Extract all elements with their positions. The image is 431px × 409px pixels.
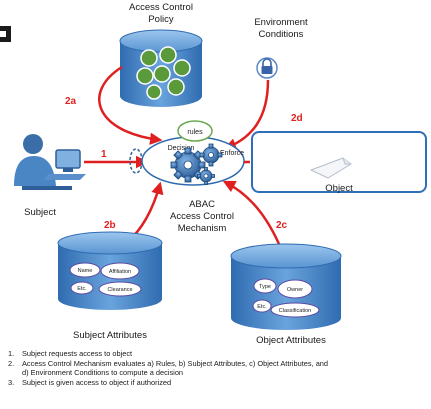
- environment-label-line2: Conditions: [259, 29, 304, 40]
- object-attributes-label: Object Attributes: [256, 335, 326, 346]
- arrow-2d: [223, 79, 270, 151]
- step-marker-2b: 2b: [104, 220, 116, 231]
- lock-icon: [256, 57, 278, 79]
- subject-label: Subject: [24, 207, 56, 218]
- decision-label: Decision: [168, 145, 195, 152]
- object-label: Object: [325, 183, 353, 194]
- enforce-label: Enforce: [220, 150, 244, 157]
- mechanism-label-line3: Mechanism: [178, 223, 227, 234]
- object-attributes-database: [230, 243, 342, 330]
- step-marker-1: 1: [101, 149, 107, 160]
- step-item: 3. Subject is given access to object if a…: [0, 378, 425, 388]
- subject-chip-etc: Etc.: [77, 286, 87, 292]
- mechanism-label-line1: ABAC: [189, 199, 215, 210]
- object-chip-classification: Classification: [279, 308, 311, 314]
- subject-person-icon: [14, 134, 86, 190]
- step-number: 1.: [8, 349, 15, 358]
- step-text: Subject requests access to object: [22, 349, 133, 358]
- steps-list: 1. Subject requests access to object 2. Ac…: [0, 349, 425, 387]
- subject-chip-name: Name: [78, 268, 93, 274]
- step-marker-2a: 2a: [65, 96, 77, 107]
- step-item: 2. Access Control Mechanism evaluates a) …: [0, 359, 425, 369]
- object-chip-etc: Etc.: [257, 304, 267, 310]
- arrow-2a: [98, 65, 163, 145]
- step-text: Subject is given access to object if aut…: [22, 377, 172, 387]
- step-number: 3.: [8, 377, 15, 387]
- mechanism-label-line2: Access Control: [170, 211, 234, 222]
- subject-chip-clearance: Clearance: [107, 287, 132, 293]
- policy-rules-icon: [136, 46, 191, 100]
- environment-label-line1: Environment: [254, 17, 308, 28]
- subject-attributes-database: [57, 231, 163, 310]
- step-number: 2.: [8, 358, 15, 368]
- step-text: Access Control Mechanism evaluates a) Ru…: [22, 358, 329, 368]
- object-chip-type: Type: [259, 284, 271, 290]
- policy-label-line2: Policy: [148, 14, 174, 25]
- subject-chip-affiliation: Affiliation: [109, 269, 131, 275]
- policy-database-icon: [119, 29, 203, 107]
- step-item: d) Environment Conditions to compute a d…: [0, 368, 425, 378]
- rules-bubble: [177, 120, 213, 142]
- step-text: d) Environment Conditions to compute a d…: [22, 368, 184, 378]
- rules-label: rules: [187, 129, 203, 136]
- object-chip-owner: Owner: [287, 287, 303, 293]
- step-item: 1. Subject requests access to object: [0, 349, 425, 359]
- subject-attributes-label: Subject Attributes: [73, 330, 147, 341]
- policy-label-line1: Access Control: [129, 2, 193, 13]
- document-icon: [309, 157, 352, 179]
- logo-fragment: [0, 26, 11, 42]
- gears-icon: [170, 143, 223, 185]
- step-marker-2c: 2c: [276, 220, 288, 231]
- step-marker-2d: 2d: [291, 113, 303, 124]
